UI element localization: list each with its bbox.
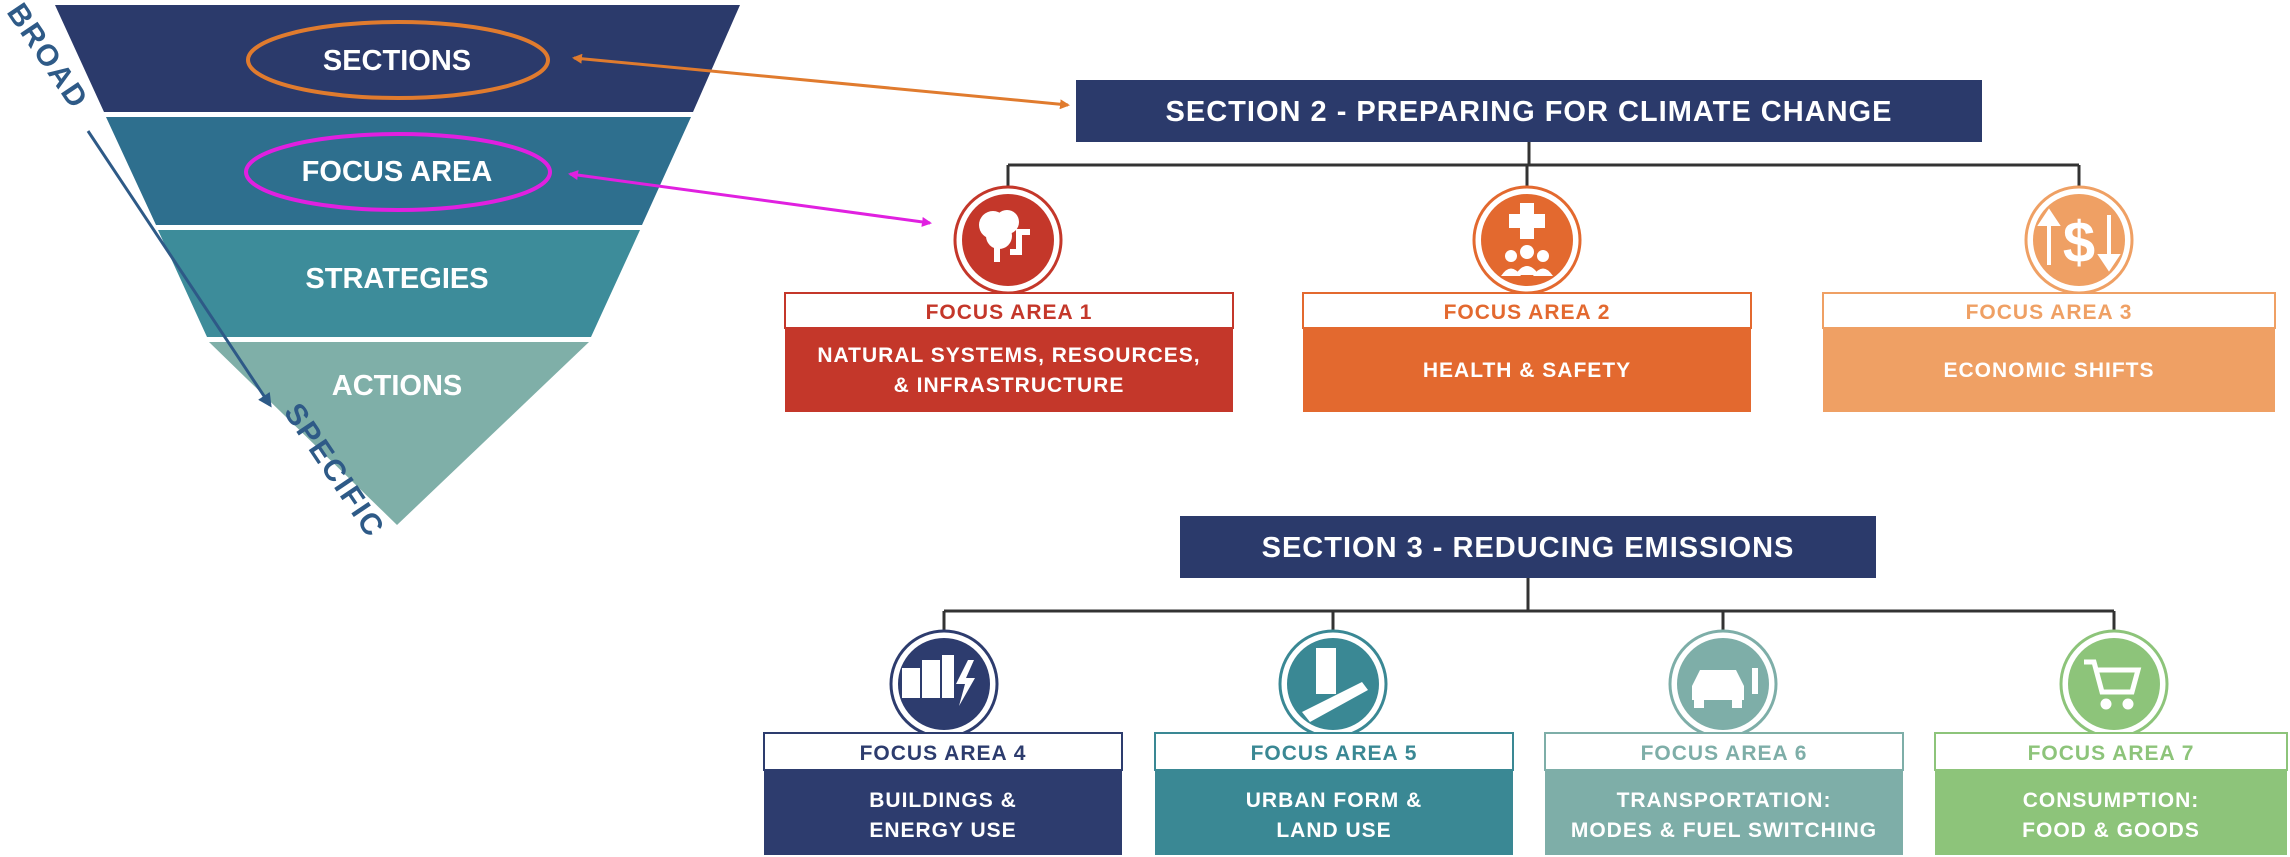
dollar-glyph: $ — [2063, 210, 2095, 275]
focus-area-7-line-2: FOOD & GOODS — [2022, 819, 2200, 842]
focus-area-3-line-1: ECONOMIC SHIFTS — [1943, 359, 2154, 382]
health-cross-people-icon — [1481, 194, 1573, 286]
focus-area-5-line-1: URBAN FORM & — [1246, 789, 1422, 812]
buildings-glyph — [902, 655, 975, 706]
pyramid-level-actions — [209, 342, 589, 525]
pyramid: SECTIONS FOCUS AREA STRATEGIES ACTIONS B… — [0, 0, 740, 544]
focus-area-5-card: FOCUS AREA 5 URBAN FORM & LAND USE — [1154, 629, 1514, 855]
focus-area-4-card: FOCUS AREA 4 BUILDINGS & ENERGY USE — [763, 629, 1123, 855]
focus-area-2-line-1: HEALTH & SAFETY — [1423, 359, 1631, 382]
tree-pipe-glyph — [979, 210, 1030, 262]
focus-area-2-card: FOCUS AREA 2 HEALTH & SAFETY — [1302, 185, 1752, 412]
focus-area-1-heading: FOCUS AREA 1 — [926, 301, 1093, 324]
health-glyph — [1501, 203, 1553, 276]
focus-area-2-heading: FOCUS AREA 2 — [1444, 301, 1611, 324]
focus-area-3-card: $ FOCUS AREA 3 ECONOMIC SHIFTS — [1822, 185, 2276, 412]
section-2-connector-lines — [1006, 142, 2081, 190]
focus-area-3-heading: FOCUS AREA 3 — [1966, 301, 2133, 324]
section-3-connector-lines — [942, 578, 2116, 635]
focus-area-4-heading: FOCUS AREA 4 — [860, 742, 1027, 765]
focus-area-6-card: FOCUS AREA 6 TRANSPORTATION: MODES & FUE… — [1544, 629, 1904, 855]
section-3: SECTION 3 - REDUCING EMISSIONS FOCUS ARE… — [763, 516, 2288, 855]
section-2-title-bar — [1076, 80, 1982, 142]
section-3-title-bar — [1180, 516, 1876, 578]
focus-area-1-card: FOCUS AREA 1 NATURAL SYSTEMS, RESOURCES,… — [784, 185, 1234, 412]
focus-area-4-line-2: ENERGY USE — [869, 819, 1016, 842]
shopping-cart-icon — [2068, 638, 2160, 730]
section-2: SECTION 2 - PREPARING FOR CLIMATE CHANGE… — [784, 80, 2276, 412]
focus-area-5-line-2: LAND USE — [1276, 819, 1391, 842]
focus-area-7-heading: FOCUS AREA 7 — [2028, 742, 2195, 765]
pyramid-label-actions: ACTIONS — [332, 370, 463, 402]
focus-area-5-heading: FOCUS AREA 5 — [1251, 742, 1418, 765]
up-down-arrows-glyph — [2037, 208, 2121, 272]
pyramid-level-sections — [55, 5, 740, 112]
focus-area-4-line-1: BUILDINGS & — [869, 789, 1017, 812]
pyramid-label-strategies: STRATEGIES — [305, 263, 488, 295]
focus-area-7-line-1: CONSUMPTION: — [2023, 789, 2200, 812]
pyramid-label-focus-area: FOCUS AREA — [302, 156, 493, 188]
dollar-arrows-icon — [2033, 194, 2125, 286]
section-3-title: SECTION 3 - REDUCING EMISSIONS — [1262, 532, 1795, 564]
pyramid-label-sections: SECTIONS — [323, 45, 471, 77]
focus-area-7-card: FOCUS AREA 7 CONSUMPTION: FOOD & GOODS — [1934, 629, 2288, 855]
pyramid-level-strategies — [158, 230, 640, 337]
focus-area-highlight-oval — [244, 132, 552, 212]
shopping-cart-glyph — [2084, 659, 2142, 710]
sections-highlight-oval — [246, 20, 550, 100]
section-2-title: SECTION 2 - PREPARING FOR CLIMATE CHANGE — [1166, 96, 1893, 128]
focus-area-6-line-2: MODES & FUEL SWITCHING — [1571, 819, 1877, 842]
focus-area-link-arrow — [568, 170, 932, 227]
focus-area-6-line-1: TRANSPORTATION: — [1617, 789, 1832, 812]
focus-area-6-heading: FOCUS AREA 6 — [1641, 742, 1808, 765]
broad-to-specific-arrow — [86, 130, 272, 408]
focus-area-1-line-1: NATURAL SYSTEMS, RESOURCES, — [817, 344, 1200, 367]
building-road-glyph — [1302, 648, 1368, 722]
pyramid-level-focus-area — [106, 117, 691, 225]
sections-link-arrow — [572, 53, 1070, 110]
electric-car-glyph — [1692, 668, 1758, 708]
focus-area-1-line-2: & INFRASTRUCTURE — [894, 374, 1125, 397]
